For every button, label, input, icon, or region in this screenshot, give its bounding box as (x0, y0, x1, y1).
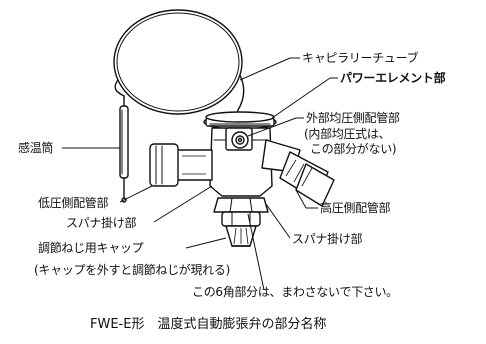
label-internal-equalizer-note-2: この部分がない) (310, 142, 397, 156)
capillary-coil (113, 9, 243, 115)
label-wrench-part-left: スパナ掛け部 (66, 216, 137, 230)
leader-lines (62, 57, 338, 291)
label-low-pressure-pipe: 低圧側配管部 (38, 196, 109, 210)
label-cap-note: (キャップを外すと調節ねじが現れる) (34, 263, 230, 277)
label-capillary-tube: キャピラリーチューブ (302, 51, 419, 65)
diagram-caption: FWE-E形 温度式自動膨張弁の部分名称 (90, 317, 327, 332)
low-pressure-pipe (149, 143, 213, 187)
power-element (203, 111, 277, 130)
adjust-cap (221, 211, 261, 247)
sensing-bulb (119, 95, 129, 203)
external-equalizer-fitting (225, 127, 253, 151)
capillary-to-bulb (114, 79, 125, 97)
high-pressure-pipe (261, 139, 335, 207)
label-sensing-bulb: 感温筒 (18, 141, 54, 155)
label-internal-equalizer-note-1: (内部均圧式は、 (304, 127, 391, 141)
label-external-equalizer: 外部均圧側配管部 (306, 111, 400, 125)
lower-hex (213, 197, 269, 213)
label-adjust-screw-cap: 調節ねじ用キャップ (38, 241, 144, 255)
label-hex-note: この6角部分は、まわさないで下さい。 (192, 285, 398, 299)
label-wrench-part-right: スパナ掛け部 (292, 232, 363, 246)
label-power-element: パワーエレメント部 (340, 71, 446, 85)
label-high-pressure-pipe: 高圧側配管部 (320, 201, 391, 215)
